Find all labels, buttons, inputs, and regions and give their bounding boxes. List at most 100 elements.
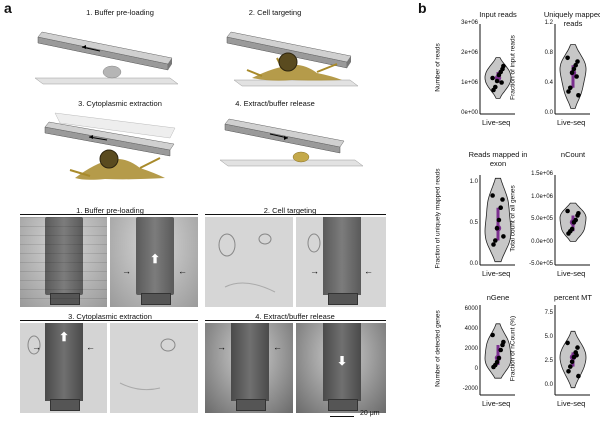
data-point bbox=[498, 205, 503, 210]
panel-a-letter: a bbox=[4, 0, 12, 16]
y-tick-label: 0.0 bbox=[469, 261, 478, 267]
violin-title: Uniquely mapped reads bbox=[543, 10, 600, 28]
schematic-step-3-label: 3. Cytoplasmic extraction bbox=[78, 99, 162, 108]
y-axis-label: Fraction of nCount (%) bbox=[509, 315, 517, 382]
violin-title: Reads mapped in exon bbox=[468, 150, 528, 168]
data-point bbox=[565, 340, 570, 346]
y-tick-label: 6000 bbox=[464, 306, 478, 312]
y-tick-label: 1.0 bbox=[469, 179, 478, 186]
violin-title: percent MT bbox=[554, 293, 592, 302]
schematic-extract-release bbox=[219, 118, 364, 167]
y-tick-label: 3e+06 bbox=[461, 20, 478, 26]
violin-plot-area bbox=[554, 24, 590, 115]
y-tick-label: 0.5 bbox=[469, 220, 478, 227]
data-point bbox=[574, 74, 579, 79]
y-tick-label: 1e+06 bbox=[461, 80, 478, 86]
section-2-rule bbox=[205, 214, 386, 215]
micrograph-section-2-title: 2. Cell targeting bbox=[263, 206, 317, 215]
micrograph-2a bbox=[205, 217, 293, 307]
data-point bbox=[498, 347, 503, 353]
data-point bbox=[491, 87, 496, 93]
micrograph-4a: → ← bbox=[205, 323, 293, 413]
y-tick-label: 0.0e+00 bbox=[531, 238, 553, 245]
data-point bbox=[574, 352, 579, 358]
right-arrow-icon: → bbox=[32, 342, 41, 352]
data-point bbox=[565, 208, 570, 214]
micrograph-4b: ⬇ bbox=[296, 323, 386, 413]
y-tick-label: -5.0e+05 bbox=[529, 261, 553, 267]
y-axis-label: Total count of all genes bbox=[509, 185, 517, 252]
schematic-cell-targeting bbox=[226, 31, 359, 87]
data-point bbox=[565, 55, 570, 61]
y-tick-label: 2000 bbox=[464, 346, 478, 352]
y-tick-label: 0.0 bbox=[544, 381, 553, 388]
violin-title: nGene bbox=[486, 293, 510, 302]
down-arrow-icon: ⬇ bbox=[337, 354, 348, 368]
micrograph-3b bbox=[110, 323, 198, 413]
micrograph-1b: ⬆ → ← bbox=[110, 217, 198, 307]
data-point bbox=[566, 89, 571, 94]
data-point bbox=[490, 75, 495, 81]
data-point bbox=[568, 364, 573, 369]
y-tick-label: 0e+00 bbox=[461, 110, 478, 116]
section-4-rule bbox=[205, 320, 386, 321]
y-tick-label: 0.4 bbox=[544, 80, 553, 86]
violin-title: nCount bbox=[560, 150, 586, 159]
data-point bbox=[493, 238, 498, 243]
y-axis-label: Number of detected genes bbox=[434, 310, 442, 387]
micrograph-section-4-title: 4. Extract/buffer release bbox=[255, 312, 335, 321]
y-tick-label: 4000 bbox=[464, 326, 478, 332]
y-tick-label: 0.8 bbox=[544, 50, 553, 56]
schematic-step-4-label: 4. Extract/buffer release bbox=[235, 99, 315, 108]
data-point bbox=[576, 211, 581, 216]
schematic-step-1-label: 1. Buffer pre-loading bbox=[86, 8, 154, 17]
data-point bbox=[566, 231, 571, 236]
left-arrow-icon: ← bbox=[86, 342, 95, 352]
up-arrow-icon: ⬆ bbox=[150, 252, 161, 266]
micrograph-section-3-title: 3. Cytoplasmic extraction bbox=[68, 312, 152, 321]
scale-bar-label: 20 μm bbox=[360, 410, 380, 417]
data-point bbox=[491, 364, 496, 370]
micrograph-section-1-title: 1. Buffer pre-loading bbox=[76, 206, 144, 215]
data-point bbox=[571, 220, 577, 225]
section-1-rule bbox=[20, 214, 198, 215]
violin-plot-area bbox=[479, 175, 515, 266]
y-tick-label: 7.5 bbox=[544, 310, 553, 317]
data-point bbox=[576, 373, 581, 379]
right-arrow-icon: → bbox=[122, 266, 131, 276]
up-arrow-icon: ⬆ bbox=[59, 330, 70, 344]
data-point bbox=[568, 85, 573, 91]
data-point bbox=[501, 63, 506, 69]
data-point bbox=[494, 225, 500, 231]
left-arrow-icon: ← bbox=[273, 342, 282, 352]
data-point bbox=[501, 234, 506, 239]
y-tick-label: 2.5 bbox=[544, 357, 553, 364]
data-point bbox=[499, 80, 504, 85]
x-axis-label: Live-seq bbox=[482, 399, 511, 408]
data-point bbox=[575, 59, 580, 64]
data-point bbox=[566, 369, 571, 374]
x-axis-label: Live-seq bbox=[557, 118, 586, 127]
x-axis-label: Live-seq bbox=[482, 269, 511, 278]
y-axis-label: Number of reads bbox=[434, 43, 442, 92]
right-arrow-icon: → bbox=[217, 342, 226, 352]
micrograph-3a: ⬆ → ← bbox=[20, 323, 107, 413]
panel-b-letter: b bbox=[418, 0, 427, 16]
data-point bbox=[569, 70, 575, 76]
data-point bbox=[490, 332, 495, 338]
violin-plot-area bbox=[554, 305, 590, 396]
violin-title: Input reads bbox=[479, 10, 517, 19]
data-point bbox=[501, 339, 506, 345]
data-point bbox=[496, 72, 502, 78]
y-axis-label: Fraction of input reads bbox=[509, 35, 517, 100]
y-tick-label: 5.0e+05 bbox=[531, 216, 553, 222]
left-arrow-icon: ← bbox=[364, 266, 373, 276]
micrograph-1a bbox=[20, 217, 107, 307]
left-arrow-icon: ← bbox=[178, 266, 187, 276]
violin-plot-area bbox=[479, 24, 515, 115]
micrograph-2b: → ← bbox=[296, 217, 386, 307]
data-point bbox=[494, 78, 500, 84]
x-axis-label: Live-seq bbox=[557, 399, 586, 408]
violin-plot-area bbox=[479, 305, 515, 396]
y-tick-label: 1.0e+06 bbox=[531, 193, 553, 200]
